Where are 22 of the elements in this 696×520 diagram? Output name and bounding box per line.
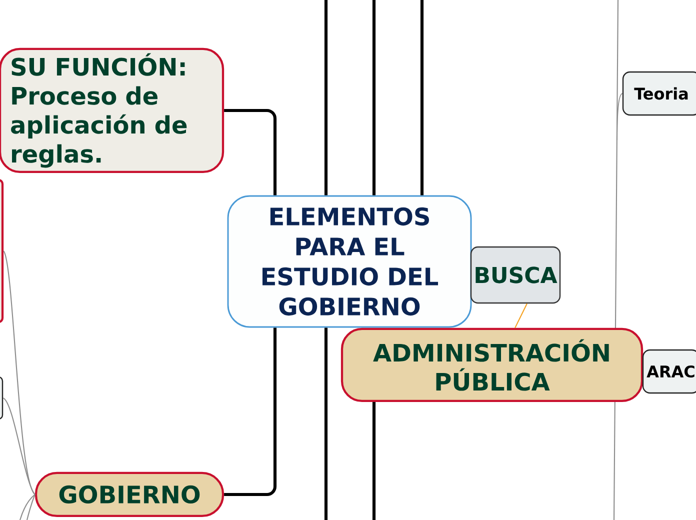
topic-box: ADMINISTRACIÓN PÚBLICA bbox=[340, 328, 644, 402]
topic-box: SU FUNCIÓN: Proceso de aplicación de reglas. bbox=[0, 48, 224, 174]
connector-line bbox=[20, 494, 36, 520]
connector-line bbox=[616, 93, 623, 140]
connector-line bbox=[372, 402, 376, 520]
connector-line bbox=[324, 328, 328, 520]
connector-line bbox=[372, 0, 376, 196]
connector-line bbox=[324, 0, 328, 196]
connector-line bbox=[26, 494, 36, 520]
topic-box bbox=[0, 178, 4, 324]
label-box: Teoria bbox=[622, 71, 696, 116]
central-topic-box: ELEMENTOS PARA EL ESTUDIO DEL GOBIERNO bbox=[227, 195, 472, 328]
connector-line bbox=[224, 108, 277, 196]
connector-line bbox=[514, 303, 528, 328]
connector-line bbox=[2, 398, 36, 495]
label-box: BUSCA bbox=[470, 246, 561, 304]
connector-line bbox=[3, 250, 36, 495]
label-box: ARAC bbox=[642, 349, 696, 394]
connector-line bbox=[420, 0, 424, 196]
topic-box bbox=[0, 376, 4, 420]
connector-line bbox=[224, 328, 277, 496]
topic-box: GOBIERNO bbox=[34, 472, 224, 518]
